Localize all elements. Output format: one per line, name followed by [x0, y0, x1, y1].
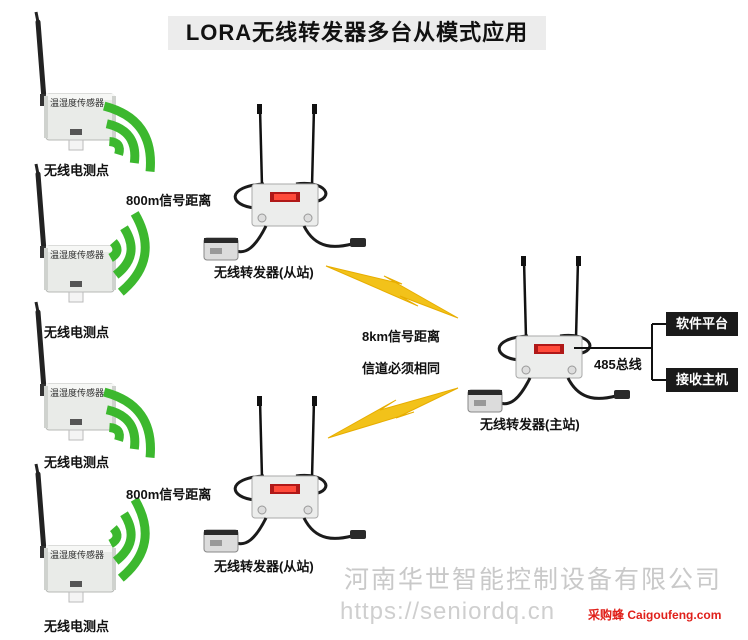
sensor-device-1: [36, 12, 116, 150]
sensor-label-3: 无线电测点: [44, 455, 110, 470]
slave-label-bottom: 无线转发器(从站): [214, 559, 314, 574]
output-receiver-host: 接收主机: [666, 368, 738, 392]
output-software-platform: 软件平台: [666, 312, 738, 336]
master-repeater: [466, 254, 632, 414]
signal-distance-bottom: 800m信号距离: [126, 487, 212, 502]
master-label: 无线转发器(主站): [480, 417, 580, 432]
brand-cn: 采购蜂: [588, 608, 625, 622]
sensor-device-2: [36, 164, 116, 302]
bus-label: 485总线: [594, 357, 642, 372]
sensor-label-2: 无线电测点: [44, 325, 110, 340]
watermark-company: 河南华世智能控制设备有限公司: [344, 566, 723, 594]
sensor-plate-4: 温湿度传感器: [50, 550, 105, 560]
signal-distance-top: 800m信号距离: [126, 193, 212, 208]
sensor-device-4: [36, 464, 116, 602]
brand-en: Caigoufeng.com: [627, 608, 722, 622]
page-title: LORA无线转发器多台从模式应用: [168, 16, 546, 50]
lightning-bolt-lower: [327, 387, 459, 439]
slave-repeater-top: [202, 102, 368, 262]
sensor-plate-1: 温湿度传感器: [50, 98, 105, 108]
sensor-plate-2: 温湿度传感器: [50, 250, 105, 260]
sensor-plate-3: 温湿度传感器: [50, 388, 105, 398]
lightning-bolt-upper: [325, 265, 459, 319]
slave-label-top: 无线转发器(从站): [214, 265, 314, 280]
brand-logo: 采购蜂 Caigoufeng.com: [588, 606, 721, 623]
slave-repeater-bottom: [202, 394, 368, 554]
watermark-url: https://seniordq.cn: [340, 598, 556, 625]
sensor-label-4: 无线电测点: [44, 619, 110, 634]
signal-distance-long: 8km信号距离: [362, 329, 441, 344]
sensor-label-1: 无线电测点: [44, 163, 110, 178]
channel-note: 信道必须相同: [362, 361, 441, 376]
